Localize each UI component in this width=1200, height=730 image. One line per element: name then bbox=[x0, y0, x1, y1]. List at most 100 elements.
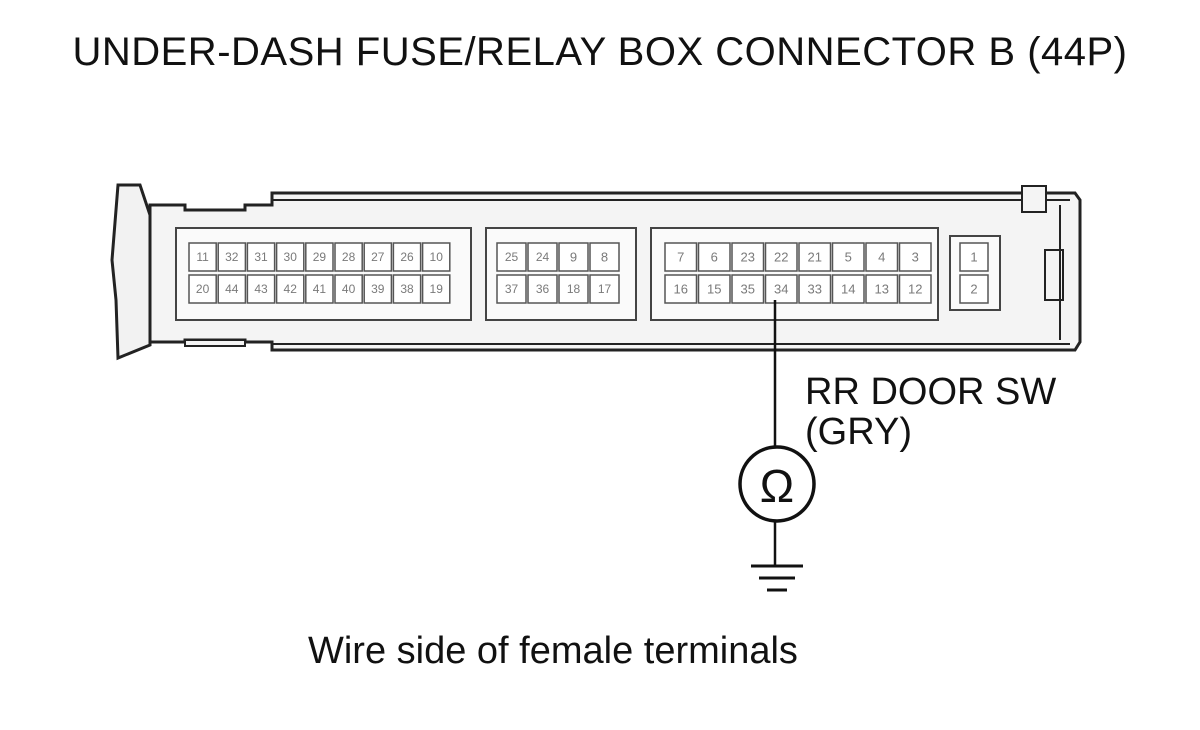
pin-label-2: 2 bbox=[970, 282, 977, 297]
pin-cell-21 bbox=[798, 242, 832, 272]
pin-label-33: 33 bbox=[808, 282, 822, 297]
pin-cell-1 bbox=[959, 242, 989, 272]
pin-cell-8 bbox=[589, 242, 620, 272]
pin-label-41: 41 bbox=[313, 282, 327, 296]
pin-label-25: 25 bbox=[505, 250, 519, 264]
pin-cell-26 bbox=[392, 242, 422, 272]
pin-label-35: 35 bbox=[741, 282, 755, 297]
pin-label-13: 13 bbox=[875, 282, 889, 297]
pin-label-26: 26 bbox=[400, 250, 414, 264]
pin-label-27: 27 bbox=[371, 250, 385, 264]
pin-cell-38 bbox=[392, 274, 422, 304]
pin-block-frames bbox=[175, 227, 1001, 321]
pin-label-9: 9 bbox=[570, 250, 577, 265]
pin-label-14: 14 bbox=[841, 282, 855, 297]
pin-cell-29 bbox=[305, 242, 334, 272]
probe-wire bbox=[738, 300, 816, 565]
pin-cell-12 bbox=[898, 274, 932, 304]
pin-cell-9 bbox=[558, 242, 589, 272]
pin-cell-20 bbox=[188, 274, 217, 304]
pin-cell-41 bbox=[305, 274, 334, 304]
pin-cell-2 bbox=[959, 274, 989, 304]
pin-label-17: 17 bbox=[598, 282, 612, 296]
pin-label-24: 24 bbox=[536, 250, 550, 264]
pin-label-44: 44 bbox=[225, 282, 239, 296]
pin-cell-43 bbox=[246, 274, 276, 304]
diagram-caption: Wire side of female terminals bbox=[308, 630, 798, 672]
pin-cell-22 bbox=[764, 242, 798, 272]
pin-label-12: 12 bbox=[908, 282, 922, 297]
pin-label-7: 7 bbox=[677, 250, 684, 265]
pin-label-6: 6 bbox=[711, 250, 718, 265]
pin-label-23: 23 bbox=[741, 250, 755, 265]
ground-icon bbox=[751, 564, 803, 592]
pin-cell-40 bbox=[334, 274, 363, 304]
pin-cell-15 bbox=[697, 274, 731, 304]
pin-cell-3 bbox=[898, 242, 932, 272]
pin-cell-14 bbox=[831, 274, 865, 304]
pin-cell-5 bbox=[831, 242, 865, 272]
pin-label-29: 29 bbox=[313, 250, 327, 264]
diagram-title: UNDER-DASH FUSE/RELAY BOX CONNECTOR B (4… bbox=[72, 30, 1128, 74]
pin-cell-27 bbox=[363, 242, 393, 272]
pin-label-31: 31 bbox=[254, 250, 268, 264]
ohm-icon: Ω bbox=[760, 460, 794, 512]
pin-label-20: 20 bbox=[196, 282, 210, 296]
pin-label-3: 3 bbox=[912, 250, 919, 265]
pin-cell-28 bbox=[334, 242, 363, 272]
pin-label-39: 39 bbox=[371, 282, 385, 296]
pin-label-30: 30 bbox=[284, 250, 298, 264]
pin-label-22: 22 bbox=[774, 250, 788, 265]
pin-cell-31 bbox=[246, 242, 276, 272]
pin-cell-42 bbox=[275, 274, 305, 304]
pin-label-38: 38 bbox=[400, 282, 414, 296]
pin-cell-16 bbox=[664, 274, 698, 304]
pin-label-11: 11 bbox=[196, 250, 209, 264]
pin-label-42: 42 bbox=[284, 282, 298, 296]
pin-label-21: 21 bbox=[808, 250, 822, 265]
pin-label-1: 1 bbox=[970, 250, 977, 265]
pin-label-4: 4 bbox=[878, 250, 885, 265]
pin-label-43: 43 bbox=[254, 282, 268, 296]
pin-cell-7 bbox=[664, 242, 698, 272]
pin-label-34: 34 bbox=[774, 282, 788, 297]
pin-cell-13 bbox=[865, 274, 899, 304]
pin-cell-23 bbox=[731, 242, 765, 272]
wire-label-name: RR DOOR SW bbox=[805, 371, 1057, 413]
pin-cell-36 bbox=[527, 274, 558, 304]
pin-label-32: 32 bbox=[225, 250, 239, 264]
pin-cell-19 bbox=[421, 274, 451, 304]
pin-cell-18 bbox=[558, 274, 589, 304]
pin-label-8: 8 bbox=[601, 250, 608, 265]
pin-cell-39 bbox=[363, 274, 393, 304]
pin-cell-34 bbox=[764, 274, 798, 304]
pin-cell-35 bbox=[731, 274, 765, 304]
pin-label-10: 10 bbox=[430, 250, 444, 264]
pin-label-28: 28 bbox=[342, 250, 356, 264]
pin-cell-11 bbox=[188, 242, 217, 272]
pin-label-18: 18 bbox=[567, 282, 581, 296]
wire-label-color: (GRY) bbox=[805, 411, 912, 453]
pin-label-36: 36 bbox=[536, 282, 550, 296]
pin-cell-25 bbox=[496, 242, 527, 272]
pin-cell-6 bbox=[697, 242, 731, 272]
pin-label-37: 37 bbox=[505, 282, 519, 296]
ohmmeter-symbol bbox=[738, 445, 816, 523]
pin-cell-24 bbox=[527, 242, 558, 272]
pin-label-19: 19 bbox=[430, 282, 444, 296]
wire-label: RR DOOR SW (GRY) bbox=[805, 372, 1056, 452]
pin-label-15: 15 bbox=[707, 282, 721, 297]
pin-cell-4 bbox=[865, 242, 899, 272]
pin-label-5: 5 bbox=[845, 250, 852, 265]
pin-cell-33 bbox=[798, 274, 832, 304]
pin-cell-32 bbox=[217, 242, 247, 272]
pin-cell-37 bbox=[496, 274, 527, 304]
pin-cell-10 bbox=[421, 242, 451, 272]
pin-label-40: 40 bbox=[342, 282, 356, 296]
pin-cell-44 bbox=[217, 274, 247, 304]
pin-cell-30 bbox=[275, 242, 305, 272]
pin-label-16: 16 bbox=[674, 282, 688, 297]
pin-cell-17 bbox=[589, 274, 620, 304]
